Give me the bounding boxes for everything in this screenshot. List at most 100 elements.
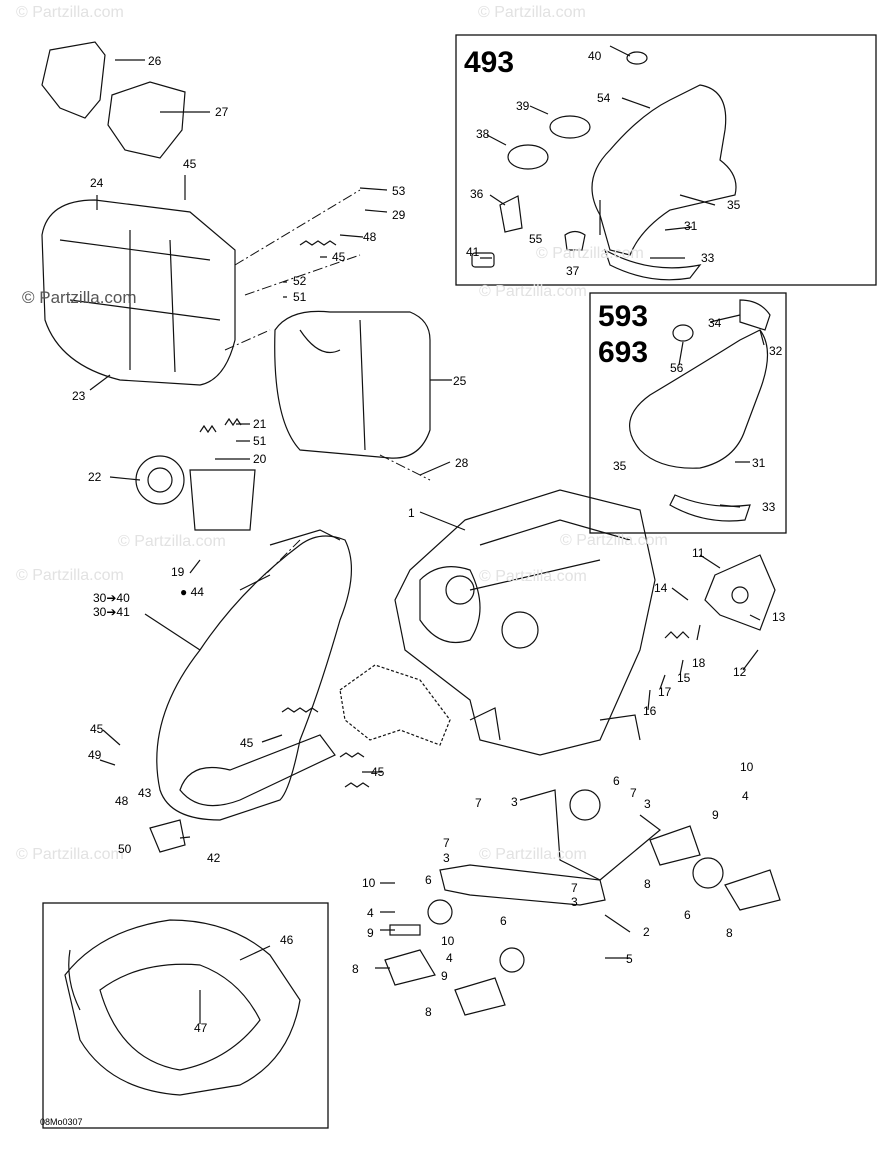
callout-9[interactable]: 9 <box>441 969 448 983</box>
callout-28[interactable]: 28 <box>455 456 469 470</box>
tuned-pipe-493 <box>591 84 737 256</box>
callout-10[interactable]: 10 <box>362 876 376 890</box>
callout-17[interactable]: 17 <box>658 685 672 699</box>
watermark: © Partzilla.com <box>16 4 124 21</box>
callout-8[interactable]: 8 <box>425 1005 432 1019</box>
callout-33[interactable]: 33 <box>762 500 776 514</box>
model-number-693: 693 <box>598 336 649 369</box>
callout-56[interactable]: 56 <box>670 361 684 375</box>
callout-34[interactable]: 34 <box>708 316 722 330</box>
watermark: © Partzilla.com <box>479 568 587 585</box>
callout-5[interactable]: 5 <box>626 952 633 966</box>
watermark: © Partzilla.com <box>479 283 587 300</box>
bottom-pan <box>64 919 301 1096</box>
callout-24[interactable]: 24 <box>90 176 104 190</box>
callout-1[interactable]: 1 <box>408 506 415 520</box>
callout-40[interactable]: 40 <box>588 49 602 63</box>
callout-7[interactable]: 7 <box>475 796 482 810</box>
callout-55[interactable]: 55 <box>529 232 543 246</box>
callout-7[interactable]: 7 <box>443 836 450 850</box>
callout-29[interactable]: 29 <box>392 208 406 222</box>
engine-support-2 <box>439 864 606 906</box>
callout-8[interactable]: 8 <box>644 877 651 891</box>
callout-33[interactable]: 33 <box>701 251 715 265</box>
callout-15[interactable]: 15 <box>677 671 691 685</box>
callout-48[interactable]: 48 <box>363 230 377 244</box>
callout-2[interactable]: 2 <box>643 925 650 939</box>
callout-31[interactable]: 31 <box>684 219 698 233</box>
callout-45[interactable]: 45 <box>332 250 346 264</box>
callout-3[interactable]: 3 <box>571 895 578 909</box>
callout-48[interactable]: 48 <box>115 794 129 808</box>
callout-35[interactable]: 35 <box>727 198 741 212</box>
callout-27[interactable]: 27 <box>215 105 229 119</box>
callout-45[interactable]: 45 <box>240 736 254 750</box>
model-number-493: 493 <box>464 46 515 79</box>
callout-53[interactable]: 53 <box>392 184 406 198</box>
callout-4[interactable]: 4 <box>367 906 374 920</box>
callout-30-40[interactable]: 30➔40 <box>93 591 130 605</box>
callout-39[interactable]: 39 <box>516 99 530 113</box>
callout-32[interactable]: 32 <box>769 344 783 358</box>
callout-43[interactable]: 43 <box>138 786 152 800</box>
callout-7[interactable]: 7 <box>630 786 637 800</box>
callout-9[interactable]: 9 <box>367 926 374 940</box>
callout-49[interactable]: 49 <box>88 748 102 762</box>
callout-4[interactable]: 4 <box>742 789 749 803</box>
callout-31[interactable]: 31 <box>752 456 766 470</box>
callout-11[interactable]: 11 <box>692 546 705 560</box>
callout-45[interactable]: 45 <box>183 157 197 171</box>
callout-30-41[interactable]: 30➔41 <box>93 605 130 619</box>
callout-52[interactable]: 52 <box>293 274 307 288</box>
callout-50[interactable]: 50 <box>118 842 132 856</box>
callout-45[interactable]: 45 <box>371 765 385 779</box>
callout-3[interactable]: 3 <box>511 795 518 809</box>
callout-13[interactable]: 13 <box>772 610 786 624</box>
callout-10[interactable]: 10 <box>740 760 754 774</box>
callout-51[interactable]: 51 <box>293 290 307 304</box>
callout-23[interactable]: 23 <box>72 389 86 403</box>
callout-7[interactable]: 7 <box>571 881 578 895</box>
callout-25[interactable]: 25 <box>453 374 467 388</box>
callout-8[interactable]: 8 <box>726 926 733 940</box>
watermark-main: © Partzilla.com <box>22 288 137 307</box>
callout-8[interactable]: 8 <box>352 962 359 976</box>
callout-44[interactable]: ● 44 <box>180 585 204 599</box>
callout-37[interactable]: 37 <box>566 264 580 278</box>
air-silencer-24 <box>41 199 236 386</box>
callout-3[interactable]: 3 <box>644 797 651 811</box>
watermark: © Partzilla.com <box>560 532 668 549</box>
callout-3[interactable]: 3 <box>443 851 450 865</box>
callout-35[interactable]: 35 <box>613 459 627 473</box>
callout-47[interactable]: 47 <box>194 1021 208 1035</box>
callout-9[interactable]: 9 <box>712 808 719 822</box>
callout-51[interactable]: 51 <box>253 434 267 448</box>
callout-18[interactable]: 18 <box>692 656 706 670</box>
callout-10[interactable]: 10 <box>441 934 455 948</box>
engine-block <box>394 489 656 756</box>
callout-19[interactable]: 19 <box>171 565 185 579</box>
callout-6[interactable]: 6 <box>425 873 432 887</box>
callout-46[interactable]: 46 <box>280 933 294 947</box>
callout-38[interactable]: 38 <box>476 127 490 141</box>
callout-54[interactable]: 54 <box>597 91 611 105</box>
callout-22[interactable]: 22 <box>88 470 102 484</box>
callout-6[interactable]: 6 <box>500 914 507 928</box>
callout-36[interactable]: 36 <box>470 187 484 201</box>
callout-41[interactable]: 41 <box>466 245 480 259</box>
callout-6[interactable]: 6 <box>613 774 620 788</box>
callout-26[interactable]: 26 <box>148 54 162 68</box>
model-number-593: 593 <box>598 300 649 333</box>
callout-16[interactable]: 16 <box>643 704 657 718</box>
callout-4[interactable]: 4 <box>446 951 453 965</box>
callout-42[interactable]: 42 <box>207 851 221 865</box>
callout-20[interactable]: 20 <box>253 452 267 466</box>
air-silencer-25 <box>274 310 431 459</box>
callout-12[interactable]: 12 <box>733 665 747 679</box>
callout-45[interactable]: 45 <box>90 722 104 736</box>
callout-21[interactable]: 21 <box>253 417 267 431</box>
watermark: © Partzilla.com <box>536 245 644 262</box>
callout-14[interactable]: 14 <box>654 581 668 595</box>
callout-6[interactable]: 6 <box>684 908 691 922</box>
